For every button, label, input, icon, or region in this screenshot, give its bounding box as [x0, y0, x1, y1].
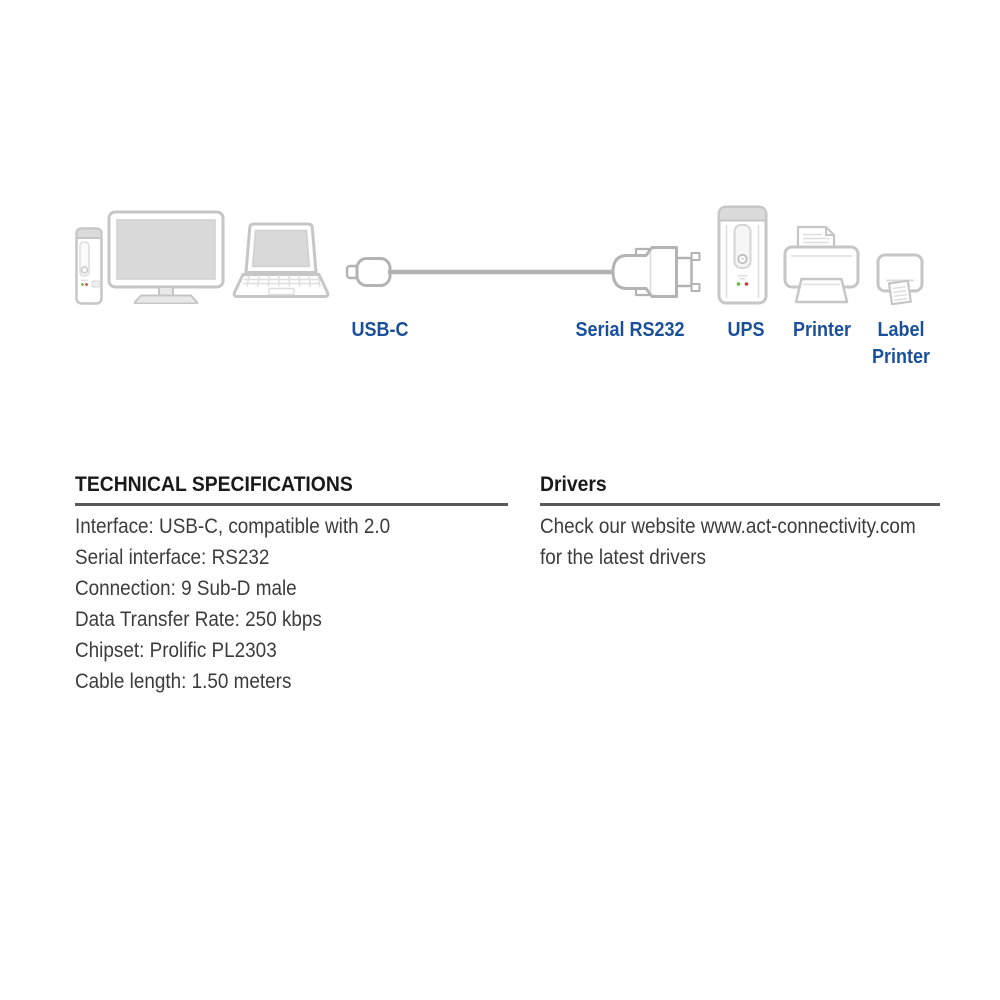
monitor-icon: [107, 210, 225, 304]
technical-specifications-title-text: TECHNICAL SPECIFICATIONS: [75, 472, 353, 496]
spec-line-serial: Serial interface: RS232: [75, 546, 270, 569]
drivers-title: Drivers: [540, 472, 940, 506]
technical-specifications-title: TECHNICAL SPECIFICATIONS: [75, 472, 508, 506]
ups-icon: [717, 205, 768, 305]
drivers-section: Drivers Check our website www.act-connec…: [540, 472, 940, 573]
serial-rs232-connector-icon: [611, 246, 701, 298]
spec-line-cable-length: Cable length: 1.50 meters: [75, 670, 292, 693]
spec-line-interface: Interface: USB-C, compatible with 2.0: [75, 515, 391, 538]
ups-label: UPS: [727, 319, 765, 341]
label-printer-icon: [876, 253, 924, 305]
usb-c-label: USB-C: [351, 319, 409, 341]
printer-label: Printer: [792, 319, 852, 341]
drivers-text-line-2: for the latest drivers: [540, 546, 706, 569]
drivers-text-line-1: Check our website www.act-connectivity.c…: [540, 515, 916, 538]
spec-line-connection: Connection: 9 Sub-D male: [75, 577, 297, 600]
spec-line-chipset: Chipset: Prolific PL2303: [75, 639, 277, 662]
laptop-icon: [232, 222, 330, 304]
drivers-title-text: Drivers: [540, 472, 607, 496]
technical-specifications-section: TECHNICAL SPECIFICATIONS Interface: USB-…: [75, 472, 508, 697]
serial-rs232-label: Serial RS232: [575, 319, 685, 341]
printer-icon: [783, 225, 860, 305]
spec-line-transfer-rate: Data Transfer Rate: 250 kbps: [75, 608, 322, 631]
usb-c-connector-icon: [345, 257, 392, 287]
cable-icon: [345, 243, 703, 301]
label-printer-label: Label Printer: [871, 319, 931, 368]
desktop-pc-icon: [75, 227, 103, 305]
